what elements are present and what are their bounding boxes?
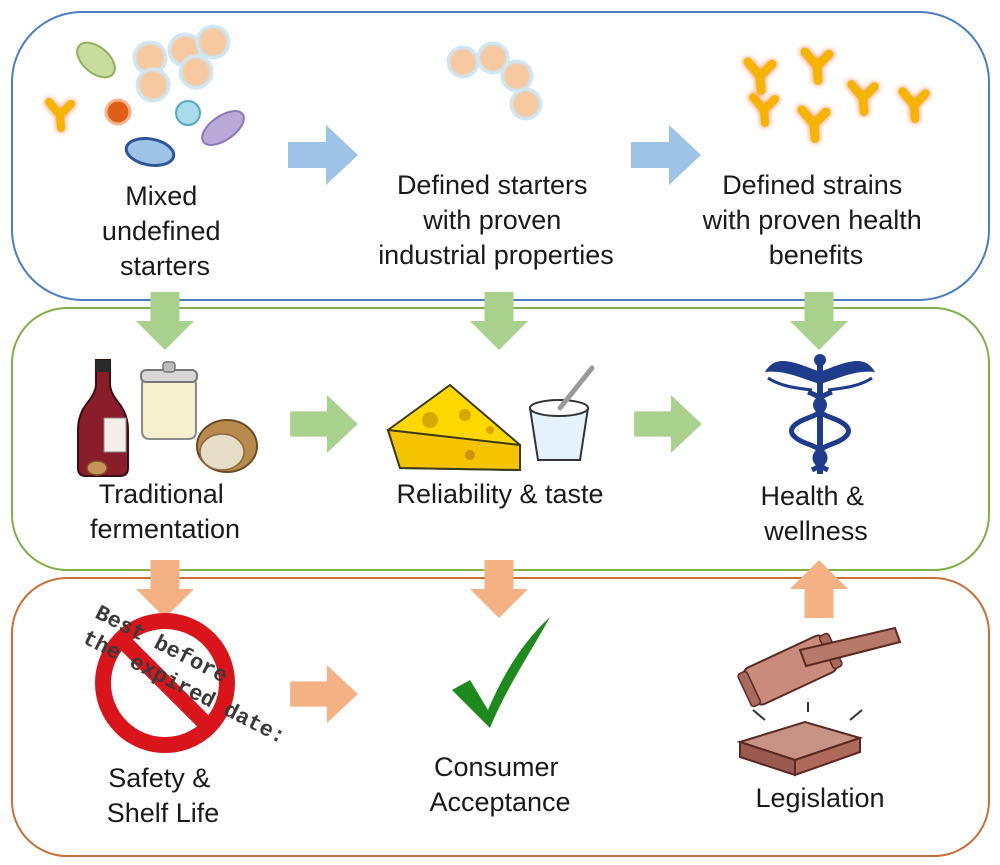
arrow-right-5 bbox=[290, 665, 358, 723]
mixed-microbes-icon bbox=[49, 24, 245, 167]
cheese-yogurt-icon bbox=[386, 365, 595, 472]
gavel-icon bbox=[736, 626, 902, 777]
label-consumer-acceptance: Consumer Acceptance bbox=[429, 752, 570, 817]
arrow-down-5 bbox=[470, 560, 528, 618]
caduceus-icon bbox=[765, 354, 875, 474]
label-defined-strains: Defined strains with proven health benef… bbox=[702, 170, 930, 270]
arrow-right-1 bbox=[288, 125, 358, 185]
label-defined-starters: Defined starters with proven industrial … bbox=[378, 170, 614, 270]
arrow-up-1 bbox=[790, 560, 848, 618]
arrow-right-3 bbox=[290, 395, 358, 453]
label-reliability-taste: Reliability & taste bbox=[396, 479, 603, 509]
arrow-down-4 bbox=[136, 560, 194, 618]
prohibited-sign-icon bbox=[95, 613, 235, 753]
label-health-wellness: Health & wellness bbox=[760, 481, 871, 546]
label-traditional-fermentation: Traditional fermentation bbox=[90, 479, 240, 544]
checkmark-icon bbox=[452, 617, 550, 728]
label-legislation: Legislation bbox=[755, 783, 884, 813]
cocci-chain-icon bbox=[446, 41, 543, 121]
wine-jar-bread-icon bbox=[77, 359, 258, 477]
label-mixed-starters: Mixed undefined starters bbox=[102, 181, 228, 281]
bifidobacteria-icon bbox=[748, 52, 926, 139]
label-safety-shelf-life: Safety & Shelf Life bbox=[107, 763, 220, 828]
arrow-right-4 bbox=[634, 395, 702, 453]
arrow-right-2 bbox=[631, 125, 701, 185]
